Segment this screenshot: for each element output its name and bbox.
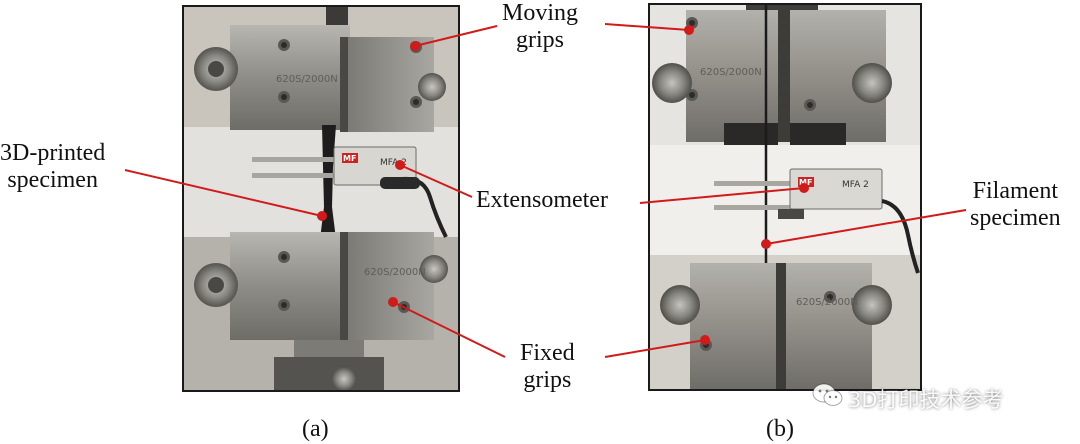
grip-engraving-bottom-b: 620S/2000N [796,297,858,308]
pointer-moving-grips-a [410,25,498,51]
extensometer-b: MF MFA 2 [714,168,920,274]
label-extensometer: Extensometer [476,187,608,213]
caption-b: (b) [766,416,794,442]
watermark-text: 3D打印技术参考 [848,388,1004,412]
printed-specimen-a [320,125,336,239]
caption-a: (a) [302,416,329,442]
pointer-fixed-grips-b [604,335,710,358]
label-fixed-grips: Fixed grips [520,340,575,393]
pointer-extensometer-a [395,160,473,198]
label-filament-specimen: Filament specimen [970,178,1061,231]
grip-engraving-bottom-a: 620S/2000N [364,267,426,278]
photo-a-printed-specimen-setup: 620S/2000N MF MFA 2 [182,5,460,392]
pointer-printed-specimen [124,169,327,221]
pointer-extensometer-b [639,183,809,204]
moving-grip-a: 620S/2000N [194,25,446,132]
extensometer-a: MF MFA 2 [252,146,448,238]
ext-model-a: MFA 2 [380,158,407,168]
label-3d-printed-specimen: 3D-printed specimen [0,140,106,193]
photo-b-filament-specimen-setup: 620S/2000N MF MFA 2 [648,3,922,391]
fixed-grip-b: 620S/2000N [660,263,892,389]
ext-brand-a: MF [343,154,356,163]
grip-engraving-top-b: 620S/2000N [700,67,762,78]
label-moving-grips: Moving grips [502,0,579,53]
fixed-grip-a: 620S/2000N [194,232,448,340]
pointer-filament-specimen [761,209,967,249]
grip-engraving-top-a: 620S/2000N [276,74,338,85]
ext-brand-b: MF [799,178,812,187]
ext-model-b: MFA 2 [842,180,869,190]
pointer-fixed-grips-a [388,297,506,358]
wechat-watermark-icon [812,383,843,406]
pointer-moving-grips-b [604,23,694,35]
